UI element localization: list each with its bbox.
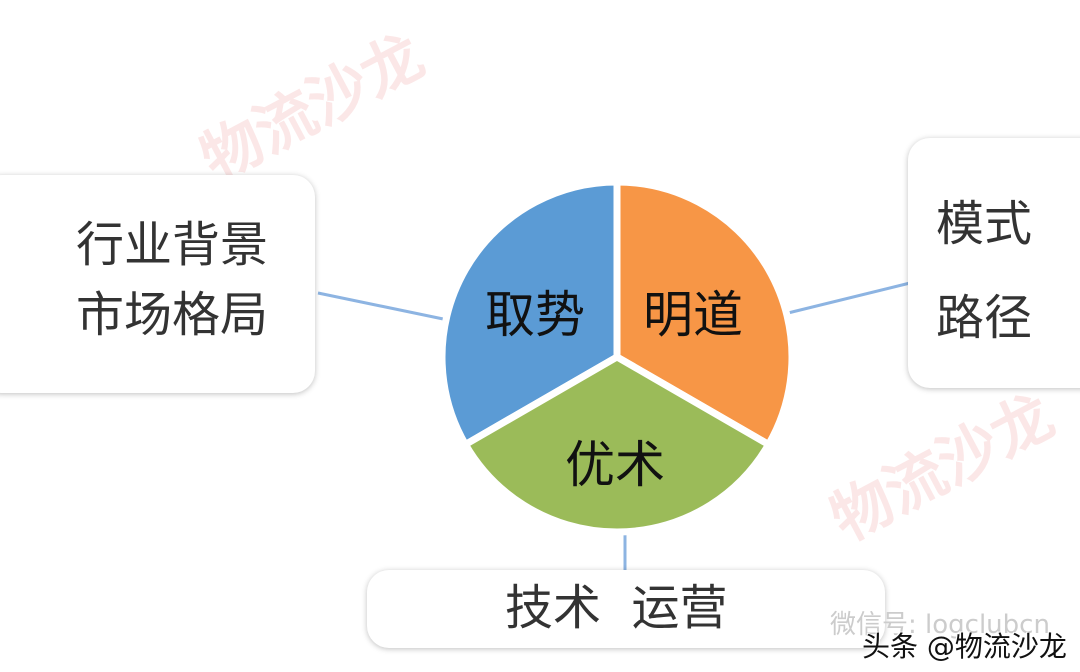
slice-label-mingdao: 明道 <box>643 286 743 344</box>
right-box-line-2: 路径 <box>936 290 1033 346</box>
connector-right <box>787 281 911 315</box>
left-box-line-2: 市场格局 <box>76 287 269 343</box>
left-box: 行业背景 市场格局 <box>0 175 315 393</box>
toutiao-watermark: 头条 @物流沙龙 <box>862 630 1067 663</box>
bottom-box-text: 技术 运营 <box>505 580 728 636</box>
bottom-box: 技术 运营 <box>367 570 885 648</box>
left-box-line-1: 行业背景 <box>76 217 269 273</box>
wechat-watermark: 微信号: logclubcn <box>830 610 1050 640</box>
slice-label-qushi: 取势 <box>485 286 585 344</box>
right-box: 模式 路径 <box>908 138 1080 388</box>
slice-label-youshu: 优术 <box>565 436 665 494</box>
connector-left <box>317 291 449 322</box>
slice-youshu <box>460 352 774 536</box>
right-box-line-1: 模式 <box>936 196 1033 252</box>
